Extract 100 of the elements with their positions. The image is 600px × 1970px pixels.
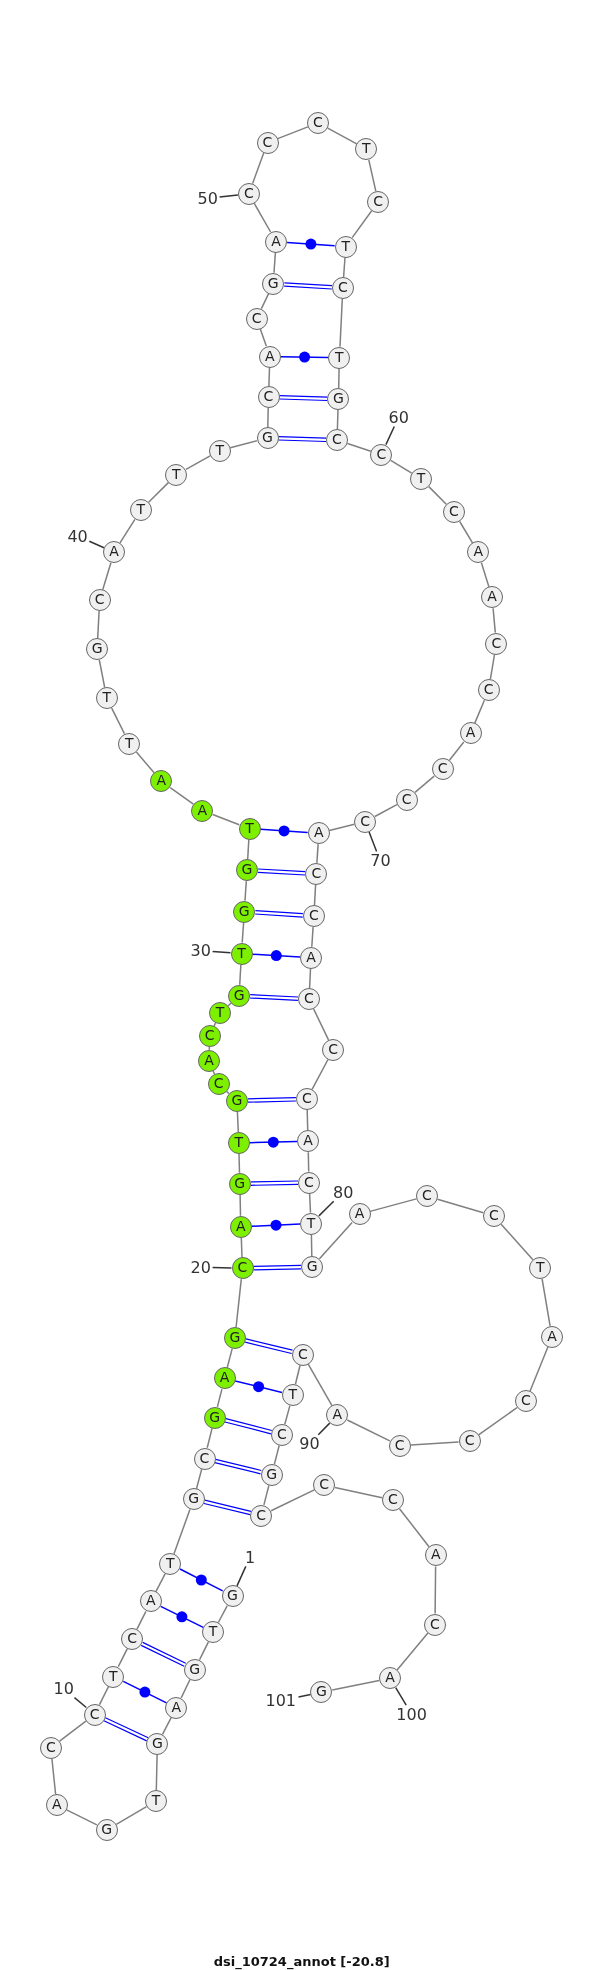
nucleotide-circle: C bbox=[198, 1024, 221, 1047]
nucleotide-circle: A bbox=[459, 722, 482, 745]
base-pair-line bbox=[224, 1418, 273, 1435]
backbone-line bbox=[409, 1441, 460, 1446]
backbone-line bbox=[529, 1346, 549, 1392]
nucleotide-circle: C bbox=[482, 1205, 505, 1227]
leader-line bbox=[211, 950, 232, 954]
nucleotide-circle: G bbox=[228, 1172, 251, 1195]
nucleotide-circle: C bbox=[367, 190, 390, 213]
backbone-line bbox=[229, 440, 258, 449]
backbone-line bbox=[185, 455, 211, 471]
backbone-line bbox=[414, 775, 435, 794]
base-pair-line bbox=[277, 436, 327, 443]
backbone-line bbox=[135, 751, 155, 774]
position-number: 101 bbox=[264, 1692, 298, 1710]
backbone-line bbox=[311, 1058, 329, 1091]
backbone-line bbox=[398, 1507, 430, 1548]
base-pair-line bbox=[179, 1568, 224, 1592]
nucleotide-circle: T bbox=[129, 499, 152, 521]
backbone-line bbox=[294, 1364, 301, 1386]
backbone-line bbox=[480, 561, 490, 588]
backbone-line bbox=[331, 1679, 380, 1691]
backbone-line bbox=[428, 485, 448, 506]
nucleotide-circle: T bbox=[334, 235, 357, 258]
backbone-line bbox=[226, 1090, 230, 1095]
base-pair-line bbox=[251, 950, 301, 962]
backbone-line bbox=[119, 518, 136, 544]
base-pair-line bbox=[259, 825, 309, 837]
backbone-line bbox=[96, 610, 100, 639]
position-number: 30 bbox=[189, 942, 212, 960]
backbone-line bbox=[238, 1153, 241, 1174]
nucleotide-circle: C bbox=[207, 1073, 230, 1096]
nucleotide-circle: G bbox=[236, 859, 258, 882]
nucleotide-circle: C bbox=[237, 182, 260, 205]
backbone-line bbox=[240, 1237, 243, 1259]
nucleotide-circle: A bbox=[103, 541, 126, 564]
backbone-line bbox=[241, 921, 245, 944]
nucleotide-circle: G bbox=[228, 984, 251, 1007]
backbone-line bbox=[500, 1223, 534, 1261]
backbone-line bbox=[208, 1046, 211, 1051]
backbone-line bbox=[313, 884, 317, 906]
nucleotide-circle: A bbox=[348, 1203, 371, 1226]
backbone-line bbox=[336, 409, 339, 430]
backbone-line bbox=[374, 803, 398, 818]
position-number: 40 bbox=[66, 527, 89, 545]
nucleotide-circle: C bbox=[443, 501, 465, 524]
position-number: 10 bbox=[52, 1680, 75, 1698]
backbone-line bbox=[448, 741, 465, 762]
nucleotide-circle: C bbox=[326, 429, 348, 452]
nucleotide-circle: C bbox=[250, 1504, 273, 1527]
leader-line bbox=[211, 1266, 233, 1269]
nucleotide-circle: A bbox=[379, 1667, 401, 1690]
nucleotide-circle: G bbox=[256, 427, 279, 449]
backbone-line bbox=[98, 659, 106, 689]
backbone-line bbox=[328, 823, 356, 832]
nucleotide-circle: C bbox=[354, 810, 377, 833]
leader-line bbox=[368, 831, 378, 853]
base-pair-line bbox=[257, 868, 306, 876]
nucleotide-circle: G bbox=[262, 272, 285, 295]
nucleotide-circle: G bbox=[146, 1733, 169, 1755]
nucleotide-circle: T bbox=[230, 942, 253, 965]
nucleotide-circle: C bbox=[370, 443, 393, 466]
backbone-line bbox=[58, 1720, 87, 1742]
nucleotide-circle: C bbox=[256, 131, 279, 154]
backbone-line bbox=[244, 880, 248, 902]
nucleotide-circle: T bbox=[410, 467, 433, 490]
backbone-line bbox=[316, 843, 319, 864]
nucleotide-circle: A bbox=[191, 799, 214, 822]
nucleotide-circle: G bbox=[182, 1488, 205, 1511]
base-pair-line bbox=[244, 1338, 294, 1355]
base-pair-line bbox=[283, 282, 333, 290]
leader-line bbox=[218, 194, 239, 198]
base-pair-line bbox=[250, 1180, 299, 1186]
backbone-line bbox=[326, 127, 358, 145]
backbone-line bbox=[263, 1484, 270, 1506]
backbone-line bbox=[318, 1221, 353, 1260]
backbone-line bbox=[227, 1002, 232, 1007]
position-number: 1 bbox=[244, 1548, 257, 1566]
nucleotide-circle: C bbox=[302, 905, 325, 928]
position-number: 90 bbox=[298, 1435, 321, 1453]
nucleotide-circle: A bbox=[229, 1215, 252, 1238]
backbone-line bbox=[155, 1754, 158, 1791]
backbone-line bbox=[307, 1151, 310, 1173]
nucleotide-circle: T bbox=[529, 1257, 552, 1279]
backbone-line bbox=[434, 1565, 437, 1615]
nucleotide-circle: C bbox=[458, 1430, 481, 1453]
nucleotide-circle: C bbox=[485, 632, 508, 655]
backbone-line bbox=[337, 367, 340, 389]
nucleotide-circle: T bbox=[355, 138, 378, 161]
nucleotide-circle: G bbox=[301, 1255, 324, 1278]
nucleotide-circle: C bbox=[88, 589, 111, 611]
backbone-line bbox=[226, 1347, 233, 1369]
backbone-line bbox=[396, 1632, 429, 1671]
nucleotide-circle: C bbox=[307, 111, 329, 134]
backbone-line bbox=[217, 1604, 229, 1624]
backbone-line bbox=[351, 209, 373, 239]
nucleotide-circle: G bbox=[223, 1326, 246, 1349]
backbone-line bbox=[216, 1388, 223, 1408]
backbone-line bbox=[51, 1757, 57, 1795]
nucleotide-circle: G bbox=[183, 1658, 206, 1681]
